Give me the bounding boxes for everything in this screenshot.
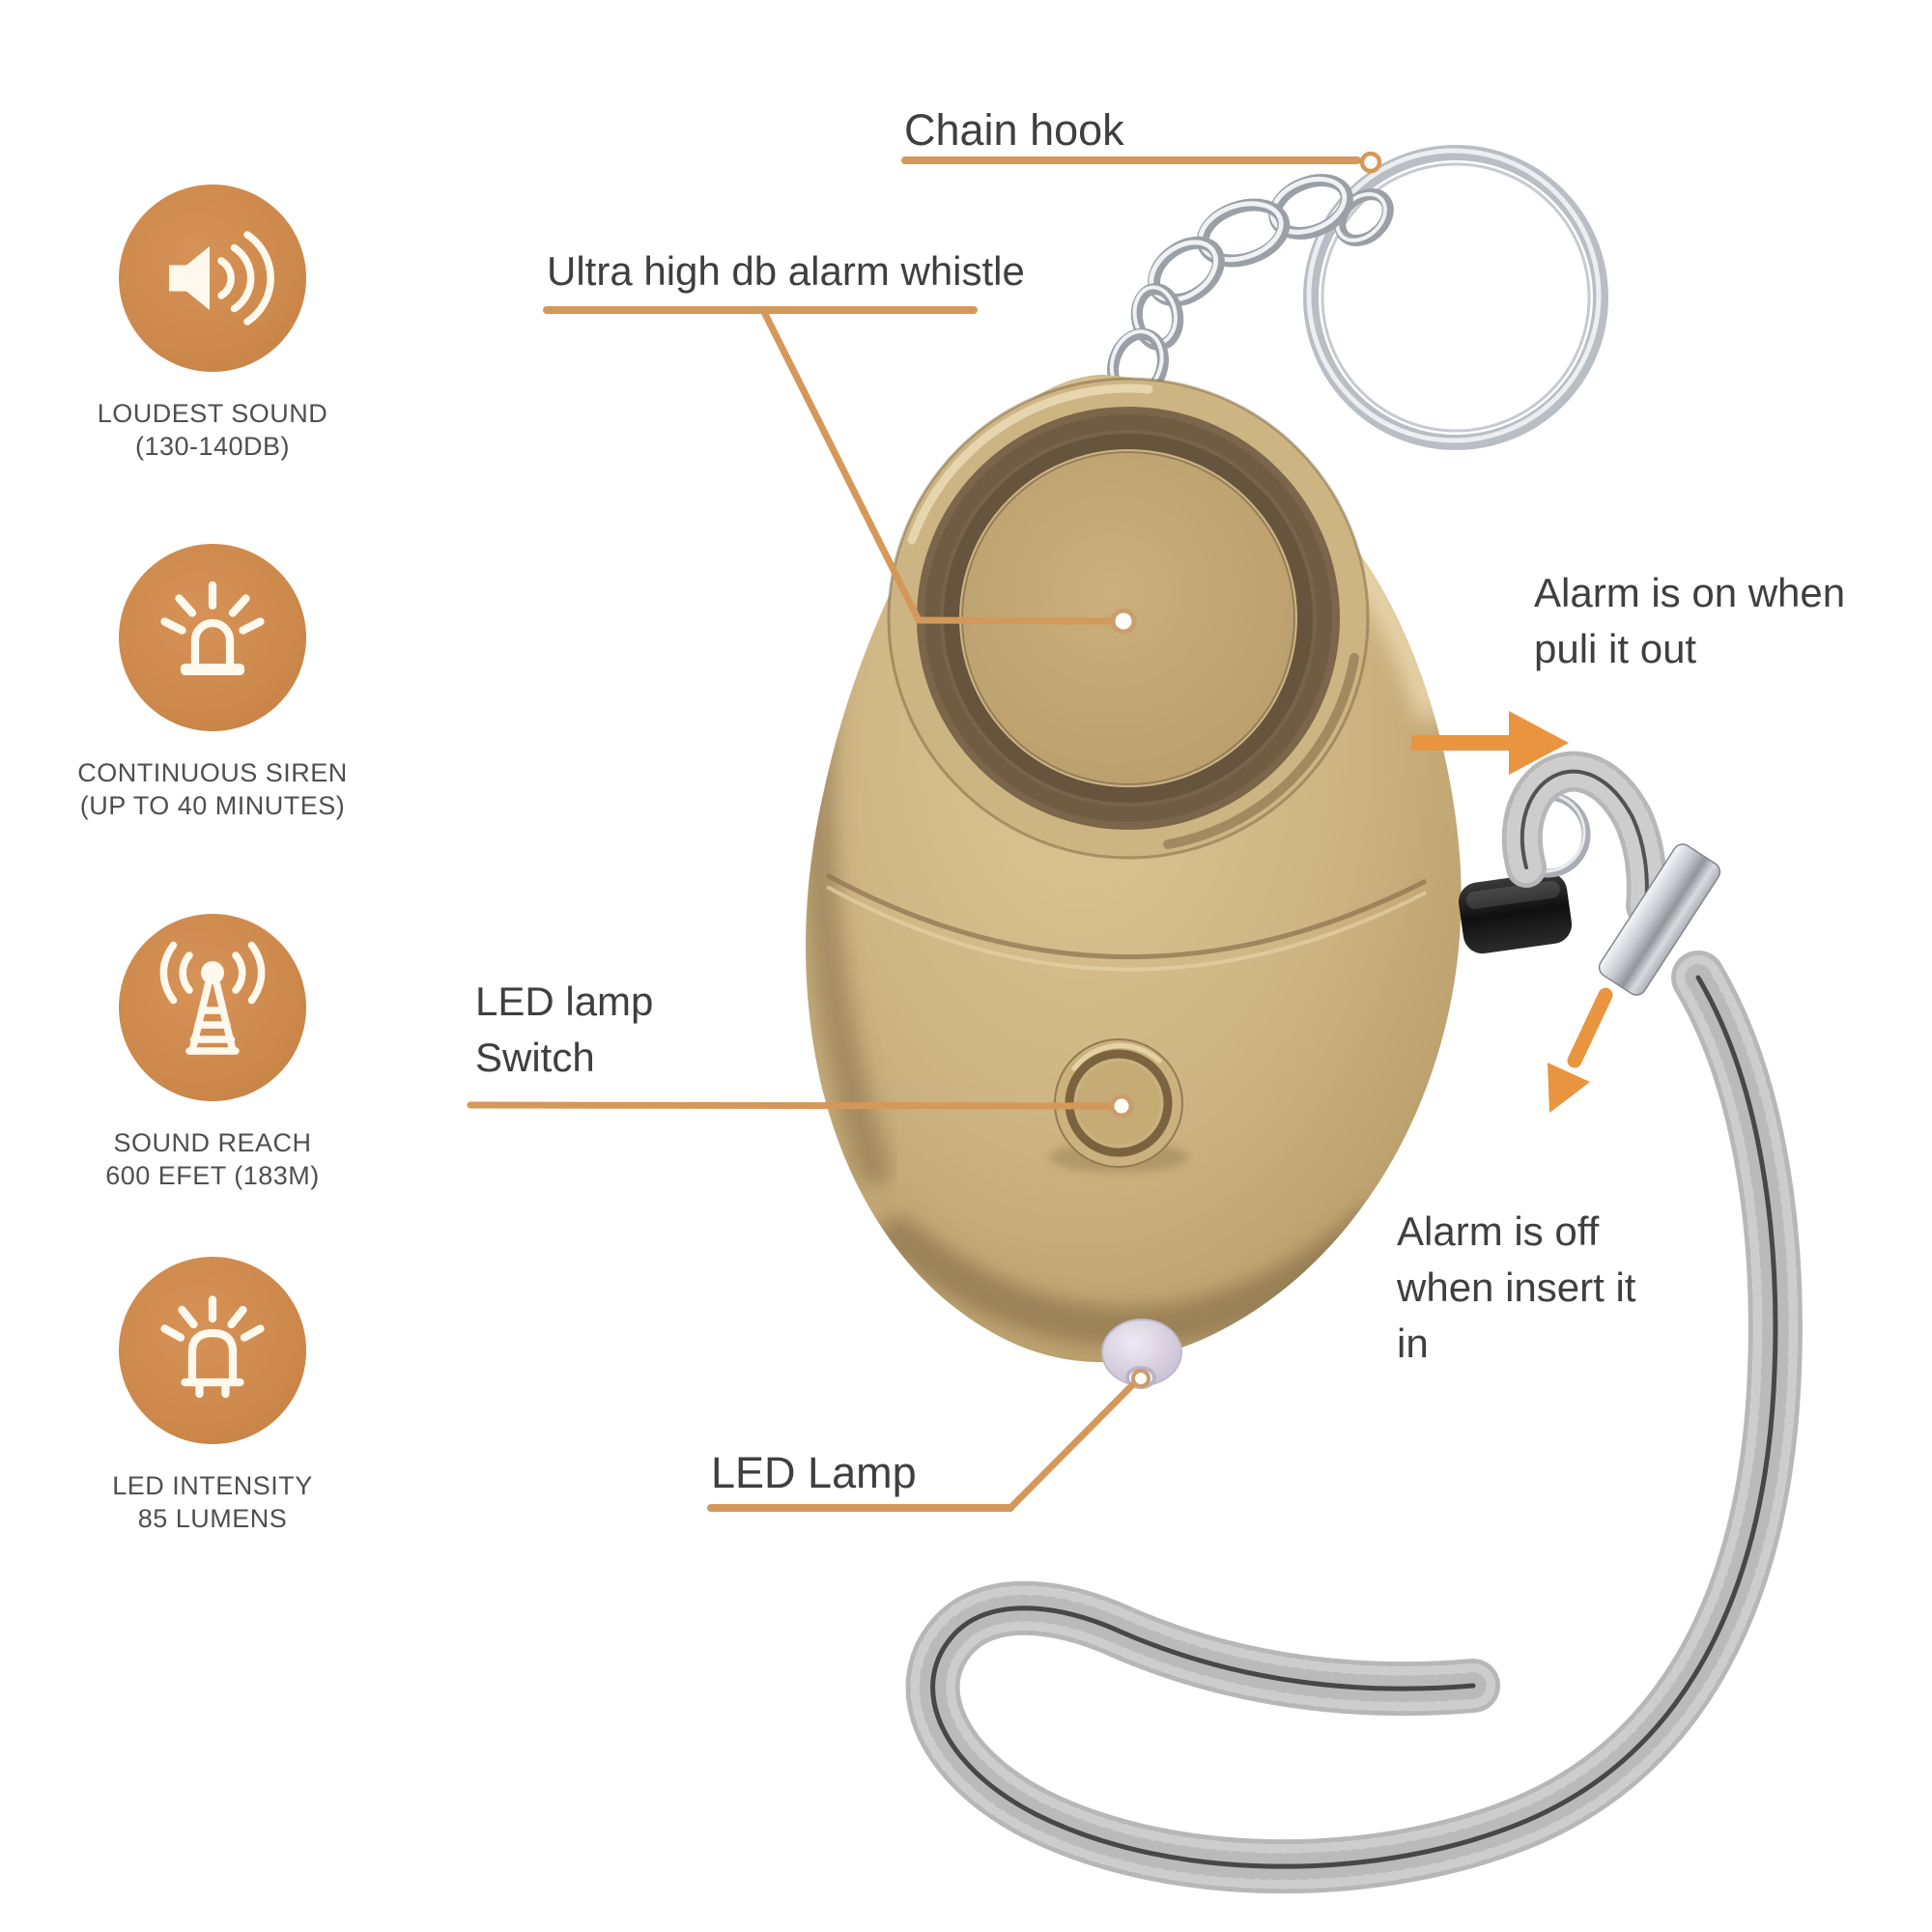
speaker-sound-icon: [119, 185, 306, 372]
callout-led-switch-line1: LED lamp: [475, 979, 654, 1024]
arrow-insert: [1548, 987, 1613, 1113]
antenna-icon: [119, 914, 306, 1101]
chain: [1107, 174, 1394, 403]
chain-hook-dot: [1359, 151, 1382, 174]
callout-alarm-on-line1: Alarm is on when: [1534, 570, 1846, 615]
callout-alarm-on: Alarm is on when puli it out: [1534, 565, 1845, 677]
wrist-strap: [905, 751, 1803, 1894]
body-seam: [825, 872, 1428, 972]
alarm-body: [806, 375, 1462, 1389]
alarm-pin: [1459, 872, 1573, 954]
callout-led-lamp: LED Lamp: [711, 1448, 917, 1497]
feature-sublabel: 85 LUMENS: [137, 1504, 288, 1533]
callout-led-switch: LED lamp Switch: [475, 974, 653, 1086]
led-lamp-dot: [1131, 1369, 1151, 1388]
feature-sublabel: 600 EFET (183M): [105, 1161, 320, 1190]
callout-alarm-off: Alarm is off when insert it in: [1397, 1204, 1635, 1372]
callout-led-switch-line2: Switch: [475, 1035, 595, 1080]
feature-continuous-siren: CONTINUOUS SIREN (UP TO 40 MINUTES): [10, 544, 415, 822]
feature-label: SOUND REACH: [113, 1128, 312, 1157]
whistle-line: [759, 306, 1115, 625]
callout-alarm-off-line3: in: [1397, 1321, 1429, 1366]
feature-sublabel: (130-140DB): [134, 432, 291, 461]
whistle-dot: [1110, 608, 1137, 635]
feature-loudest-sound: LOUDEST SOUND (130-140DB): [10, 185, 415, 463]
feature-label: CONTINUOUS SIREN: [77, 758, 348, 787]
leader-lines: [467, 151, 1382, 1512]
siren-icon: [119, 544, 306, 731]
feature-sublabel: (UP TO 40 MINUTES): [79, 791, 346, 820]
strap-ferrule: [1598, 843, 1721, 996]
callout-alarm-on-line2: puli it out: [1534, 626, 1697, 671]
callout-chain-hook: Chain hook: [904, 105, 1124, 155]
led-switch-dot: [1109, 1094, 1134, 1119]
callout-alarm-off-line1: Alarm is off: [1397, 1208, 1600, 1254]
led-switch-line: [467, 1101, 1114, 1110]
feature-sound-reach: SOUND REACH 600 EFET (183M): [10, 914, 415, 1192]
keychain-ring: [1303, 145, 1608, 450]
feature-label: LOUDEST SOUND: [97, 399, 328, 428]
arrow-pull-out: [1411, 711, 1569, 775]
led-lamp-icon: [119, 1257, 306, 1444]
led-lamp-line: [1007, 1381, 1136, 1512]
feature-led-intensity: LED INTENSITY 85 LUMENS: [10, 1257, 415, 1535]
callout-alarm-off-line2: when insert it: [1397, 1264, 1636, 1310]
feature-label: LED INTENSITY: [112, 1471, 313, 1500]
callout-whistle: Ultra high db alarm whistle: [547, 248, 1025, 294]
